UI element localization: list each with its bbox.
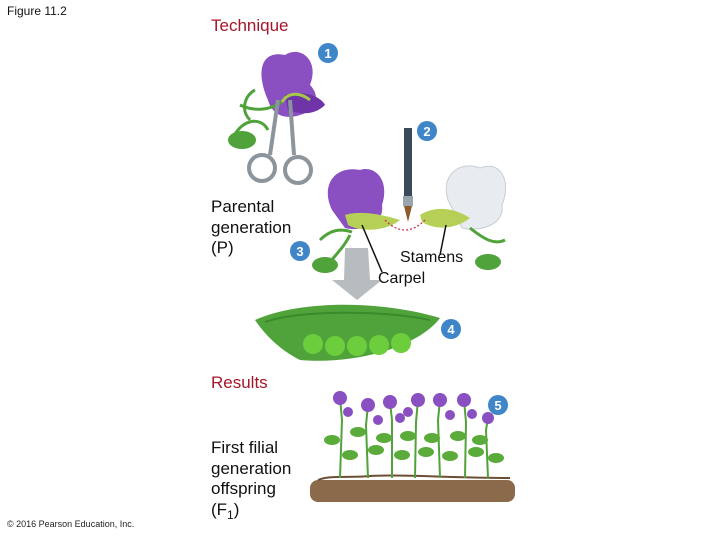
stamens-label: Stamens (400, 249, 464, 266)
purple-flower-carpel-illustration (312, 169, 400, 273)
white-flower-stamens-illustration (420, 165, 507, 270)
parental-generation-label: Parental generation (P) (211, 197, 291, 259)
step-5-badge: 5 (488, 395, 508, 415)
parental-label-line-3: (P) (211, 238, 234, 257)
step-1-badge: 1 (318, 43, 338, 63)
stamens-leader-line (439, 224, 447, 256)
results-title: Results (211, 373, 268, 392)
purple-flower-with-scissors-illustration (228, 51, 325, 185)
f1-symbol-close: ) (233, 499, 240, 519)
step-3-badge: 3 (290, 241, 310, 261)
parental-label-line-2: generation (211, 217, 292, 237)
offspring-label-line-1: First filial (211, 438, 279, 457)
f1-symbol-subscript: 1 (227, 507, 234, 522)
parental-label-line-1: Parental (211, 197, 275, 216)
paintbrush-illustration (403, 128, 413, 222)
carpel-leader-line (361, 224, 383, 273)
figure-label: Figure 11.2 (7, 4, 67, 18)
pollen-transfer-path (384, 219, 426, 231)
copyright-notice: © 2016 Pearson Education, Inc. (7, 519, 135, 529)
step-4-badge: 4 (441, 319, 461, 339)
offspring-plants-illustration (310, 391, 515, 502)
pea-pod-illustration (255, 304, 440, 361)
f1-symbol: (F1) (211, 500, 291, 522)
step-2-badge: 2 (417, 121, 437, 141)
technique-title: Technique (211, 16, 289, 35)
offspring-label: First filial generation offspring (F1) (211, 438, 292, 522)
f1-symbol-main: (F (211, 499, 228, 519)
offspring-label-line-3: offspring (211, 479, 276, 498)
carpel-label: Carpel (378, 270, 426, 287)
down-arrow (332, 248, 382, 300)
offspring-label-line-2: generation (211, 458, 292, 478)
